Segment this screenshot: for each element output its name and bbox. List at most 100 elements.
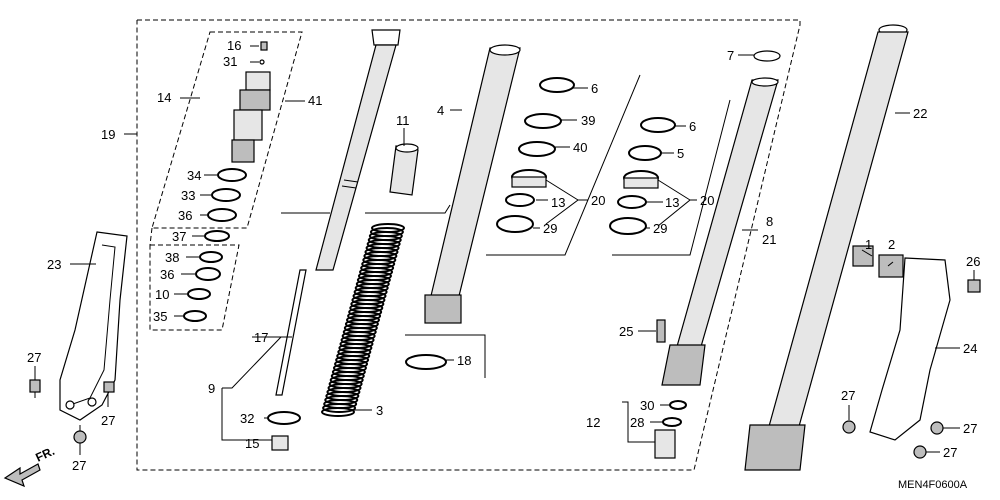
bushing-40 (518, 141, 556, 157)
label-31: 31 (223, 54, 237, 69)
label-7: 7 (727, 48, 734, 63)
label-21: 21 (762, 232, 776, 247)
o-ring-38 (199, 251, 223, 263)
label-41: 41 (308, 93, 322, 108)
rod-17 (275, 269, 307, 396)
seal-20a (511, 169, 547, 188)
cylinder-11 (389, 143, 419, 196)
seal-group-box (149, 244, 240, 331)
front-direction-label: FR. (33, 444, 56, 465)
label-1: 1 (865, 237, 872, 252)
o-ring-36b (195, 267, 221, 281)
clip-13b (617, 195, 647, 209)
label-39: 39 (581, 113, 595, 128)
label-14: 14 (157, 90, 171, 105)
label-22: 22 (913, 106, 927, 121)
seal-20b (623, 170, 659, 189)
label-34: 34 (187, 168, 201, 183)
label-15: 15 (245, 436, 259, 451)
label-19: 19 (101, 127, 115, 142)
label-28: 28 (630, 415, 644, 430)
label-36b: 36 (160, 267, 174, 282)
bolt-27-left-b (103, 381, 115, 393)
cartridge-group-box (151, 31, 303, 229)
label-35: 35 (153, 309, 167, 324)
label-2: 2 (888, 237, 895, 252)
damper-tube (315, 29, 401, 271)
bushing-6a (539, 77, 575, 93)
spring-3 (321, 223, 405, 417)
label-5: 5 (677, 146, 684, 161)
clip-13a (505, 193, 535, 207)
fork-protector-left (59, 231, 128, 421)
bolt-27-left-a (29, 379, 41, 398)
label-27f: 27 (943, 445, 957, 460)
o-ring-30 (669, 400, 687, 410)
label-6a: 6 (591, 81, 598, 96)
spring-coil (322, 403, 357, 413)
o-ring-10 (187, 288, 211, 300)
o-ring-37 (204, 230, 230, 242)
bushing-6b (640, 117, 676, 133)
label-27b: 27 (101, 413, 115, 428)
label-27c: 27 (72, 458, 86, 473)
label-10: 10 (155, 287, 169, 302)
label-6b: 6 (689, 119, 696, 134)
part-labels: 16 31 14 41 19 34 33 36 37 38 36 10 35 2… (27, 38, 980, 473)
bolt-26 (967, 279, 981, 293)
label-9: 9 (208, 381, 215, 396)
o-ring-18 (405, 354, 447, 370)
inner-tube-8 (661, 50, 781, 386)
label-18: 18 (457, 353, 471, 368)
label-33: 33 (181, 188, 195, 203)
guide-1 (852, 245, 874, 267)
label-20a: 20 (591, 193, 605, 208)
bolt-27-right-c (913, 445, 927, 459)
dust-seal-29a (496, 215, 534, 233)
label-13a: 13 (551, 195, 565, 210)
label-16: 16 (227, 38, 241, 53)
diagram-code: MEN4F0600A (898, 479, 968, 491)
leader-lines (34, 45, 975, 455)
label-3: 3 (376, 403, 383, 418)
o-ring-33 (211, 188, 241, 202)
label-29b: 29 (653, 221, 667, 236)
bushing-5 (628, 145, 662, 161)
label-17: 17 (254, 330, 268, 345)
label-26: 26 (966, 254, 980, 269)
bolt-25 (656, 319, 666, 343)
o-ring-34 (217, 168, 247, 182)
spring-coil (321, 407, 355, 417)
label-25: 25 (619, 324, 633, 339)
bolt-27-right-b (930, 421, 944, 435)
label-38: 38 (165, 250, 179, 265)
label-20b: 20 (700, 193, 714, 208)
bushing-39 (524, 113, 562, 129)
outer-tube-4 (424, 44, 521, 324)
label-13b: 13 (665, 195, 679, 210)
bolt-12 (654, 429, 676, 459)
label-36a: 36 (178, 208, 192, 223)
label-11: 11 (396, 113, 410, 128)
cartridge-assembly (231, 41, 271, 163)
label-27a: 27 (27, 350, 41, 365)
label-12: 12 (586, 415, 600, 430)
label-30: 30 (640, 398, 654, 413)
o-ring-36a (207, 208, 237, 222)
front-direction-arrow: FR. (3, 444, 57, 488)
bolt-27-left-c (73, 425, 87, 444)
label-37: 37 (172, 229, 186, 244)
washer-28 (662, 417, 682, 427)
nut-15 (271, 435, 289, 451)
label-32: 32 (240, 411, 254, 426)
label-40: 40 (573, 140, 587, 155)
assembly-frame (136, 19, 801, 471)
label-27e: 27 (963, 421, 977, 436)
label-27d: 27 (841, 388, 855, 403)
label-29a: 29 (543, 221, 557, 236)
guide-2 (878, 254, 904, 278)
fork-leg-22 (744, 24, 909, 471)
label-24: 24 (963, 341, 977, 356)
label-8: 8 (766, 214, 773, 229)
